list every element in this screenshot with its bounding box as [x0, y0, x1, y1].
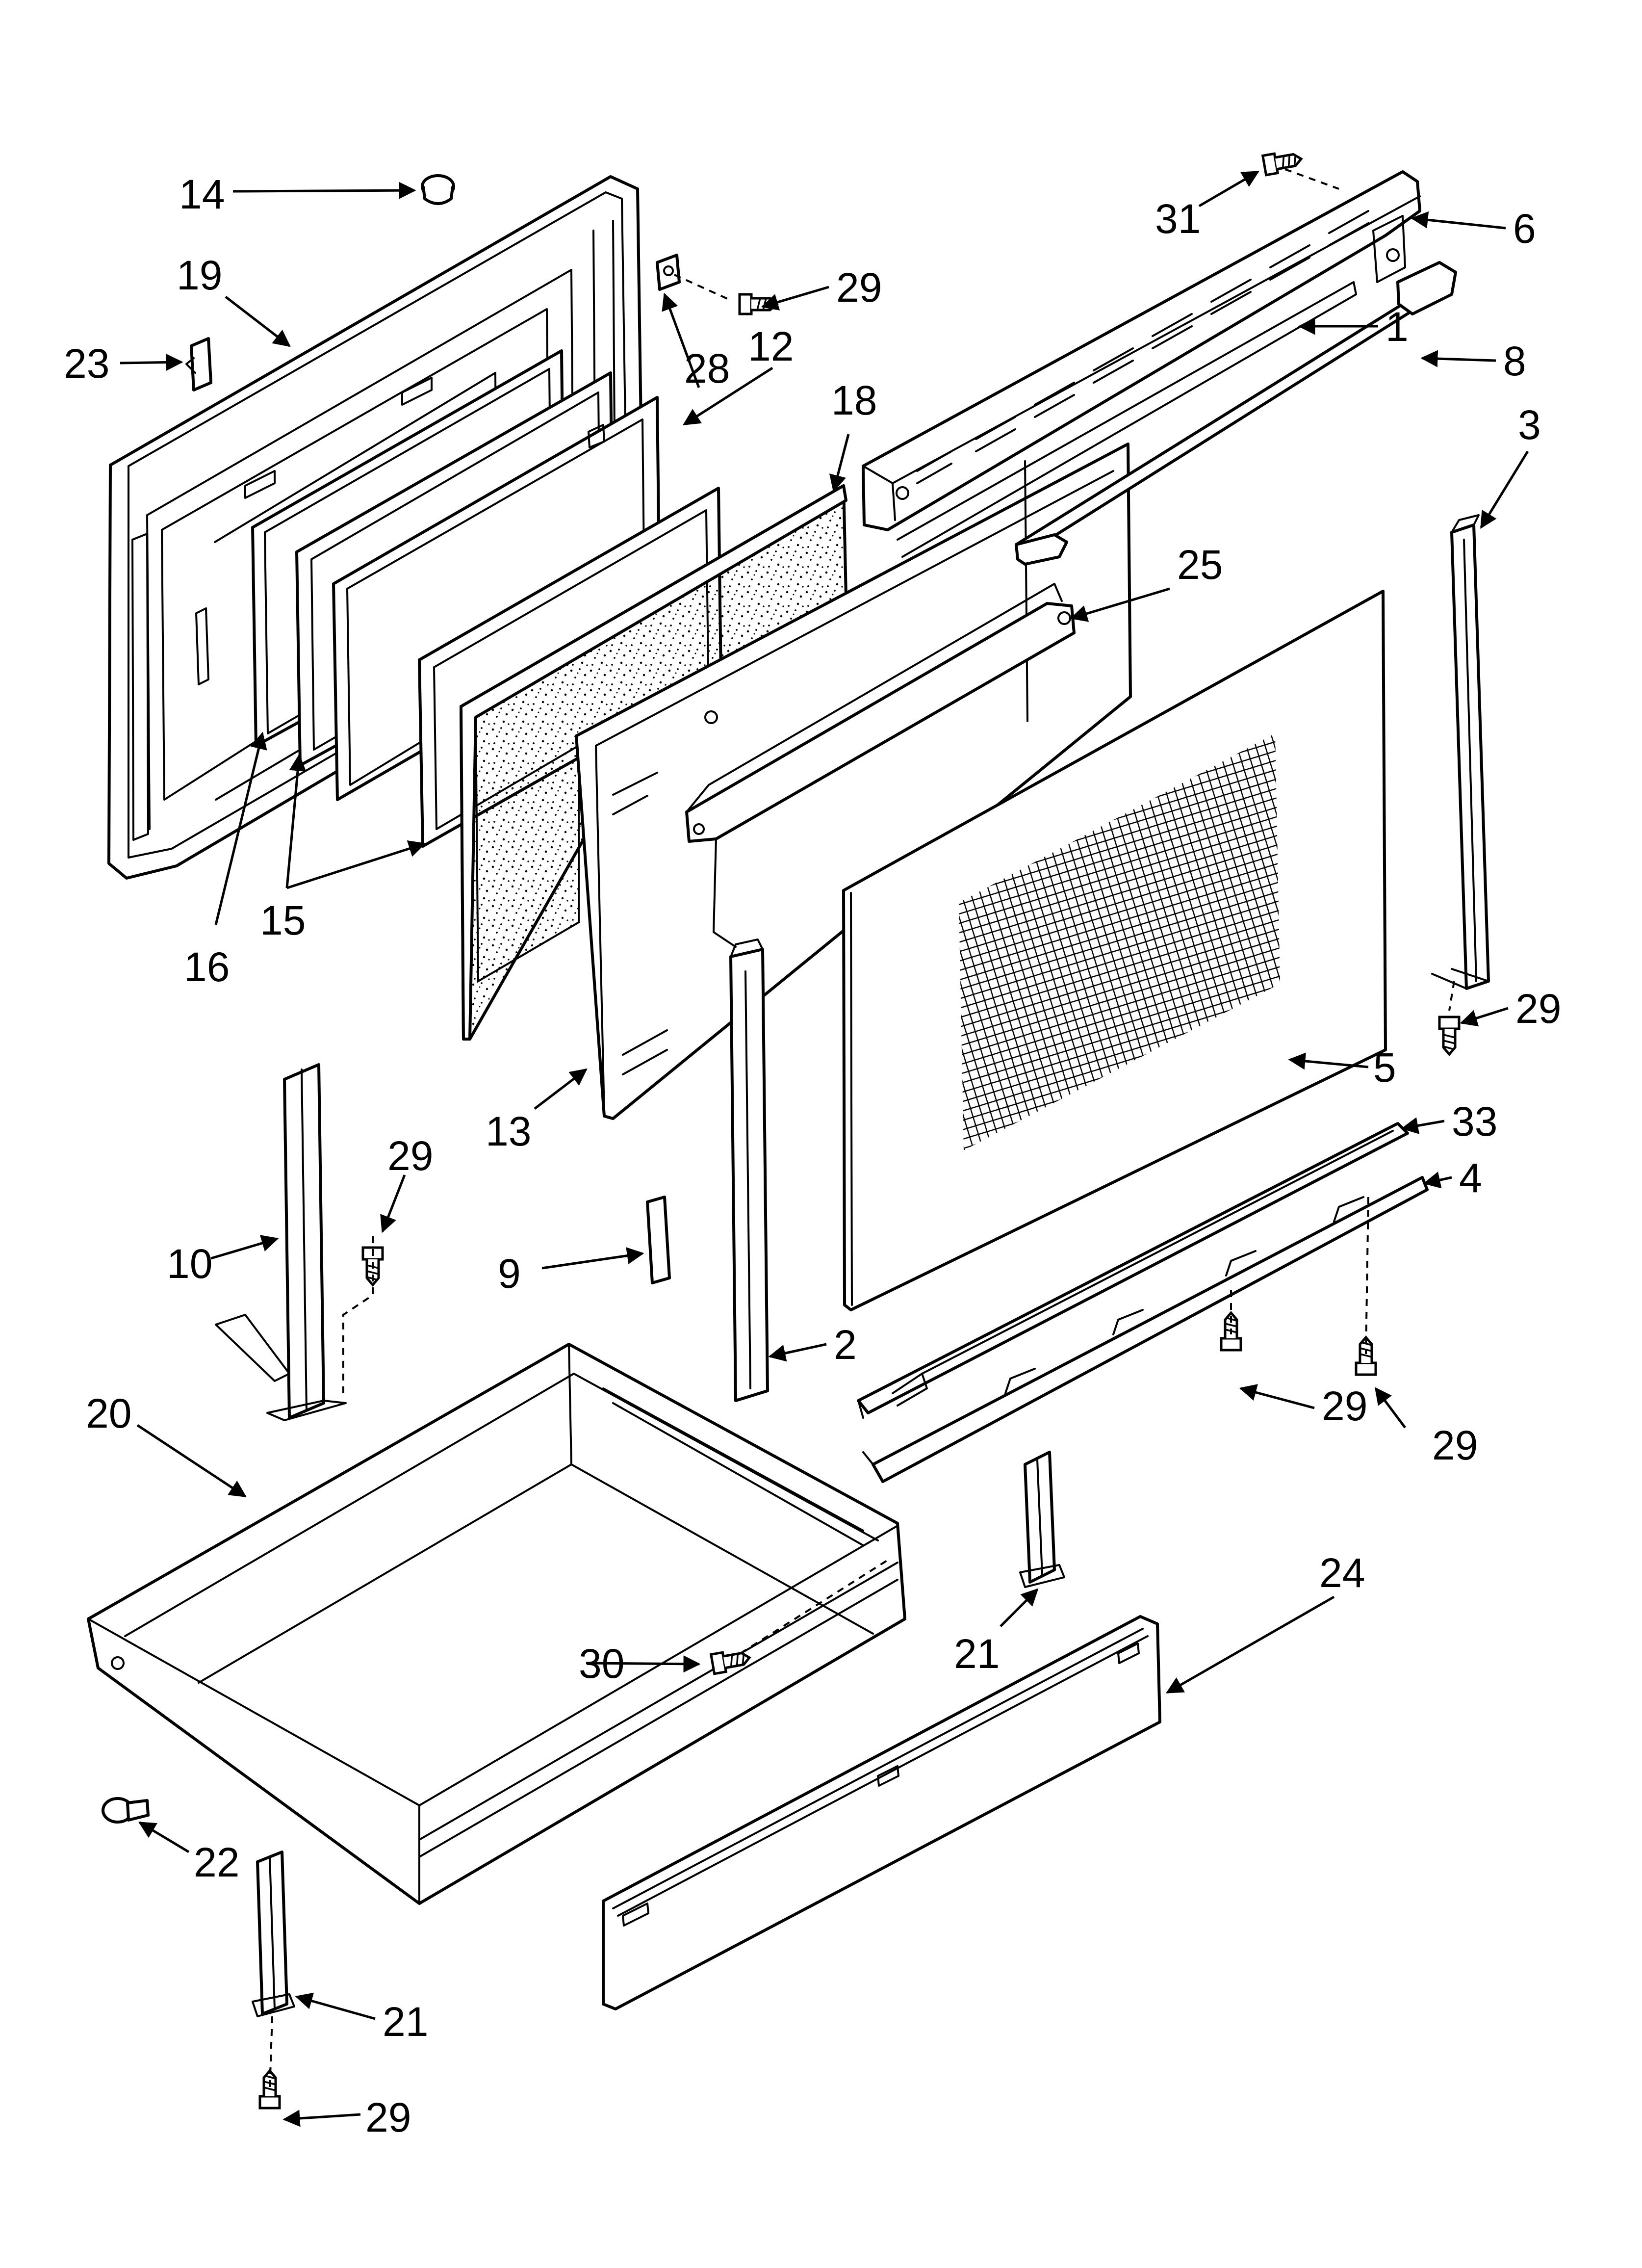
callout-18: 18: [831, 377, 877, 423]
callout-29-bottom: 29: [365, 2094, 411, 2140]
callout-2: 2: [834, 1322, 857, 1368]
drawer-slide-bracket-part-21-a: [1019, 1451, 1065, 1588]
callout-labels: 14 19 23 29 28 12 18 31 6 1 8 3 25 16 15…: [64, 171, 1561, 2140]
callout-21-right: 21: [954, 1631, 1000, 1677]
callout-19: 19: [177, 252, 222, 298]
callout-29-top: 29: [836, 264, 882, 311]
drawer-slide-bracket-part-21-b: [252, 1851, 295, 2017]
vent-baffle-part-1: [897, 281, 1357, 558]
callout-14: 14: [179, 171, 225, 217]
clip-part-23: [185, 337, 212, 391]
callout-leader-lines: [120, 170, 1529, 2127]
callout-23: 23: [64, 340, 109, 387]
callout-29-rail-a: 29: [1322, 1383, 1367, 1429]
screw-part-31: [1263, 149, 1303, 175]
callout-29-left: 29: [387, 1133, 433, 1179]
callout-8: 8: [1503, 338, 1526, 384]
callout-30: 30: [579, 1641, 624, 1687]
callout-29-rail-b: 29: [1432, 1422, 1478, 1468]
drawer-body-part-20: [87, 1343, 906, 1905]
callout-5: 5: [1373, 1044, 1396, 1091]
callout-31: 31: [1155, 196, 1201, 242]
callout-29-right: 29: [1515, 986, 1561, 1032]
spacer-block-part-9: [646, 1196, 671, 1284]
side-trim-part-3: [1431, 514, 1490, 990]
callout-22: 22: [194, 1839, 239, 1885]
callout-28: 28: [684, 345, 730, 391]
callout-20: 20: [86, 1390, 131, 1436]
screw-part-29-right: [1439, 1017, 1459, 1054]
callout-33: 33: [1452, 1098, 1497, 1145]
callout-24: 24: [1319, 1550, 1365, 1596]
screw-part-29-bottom: [260, 2071, 280, 2108]
callout-6: 6: [1513, 206, 1536, 252]
callout-12: 12: [748, 323, 794, 369]
callout-21-bottom: 21: [383, 1999, 428, 2045]
callout-25: 25: [1177, 542, 1223, 588]
side-trim-part-2: [729, 938, 769, 1402]
callout-3: 3: [1518, 402, 1541, 448]
callout-4: 4: [1459, 1155, 1482, 1201]
hinge-bracket-part-28: [656, 254, 681, 291]
callout-9: 9: [498, 1251, 521, 1297]
left-bracket-part-10: [215, 1063, 347, 1421]
handle-trim-part-25: [685, 583, 1076, 948]
bottom-rail-part-4: [862, 1176, 1429, 1483]
door-bumper-part-14: [421, 174, 455, 205]
vent-trim-part-6: [862, 170, 1421, 531]
assembly-guide-lines: [269, 168, 1455, 2090]
callout-13: 13: [486, 1108, 531, 1154]
callout-15: 15: [260, 897, 306, 943]
callout-1: 1: [1385, 304, 1409, 350]
drawer-front-panel-part-24: [602, 1615, 1161, 2010]
callout-10: 10: [167, 1241, 212, 1287]
callout-16: 16: [184, 944, 230, 990]
bumper-part-22: [102, 1797, 150, 1824]
door-handle-part-8: [1015, 261, 1457, 566]
outer-door-glass-part-5: [842, 590, 1387, 1311]
